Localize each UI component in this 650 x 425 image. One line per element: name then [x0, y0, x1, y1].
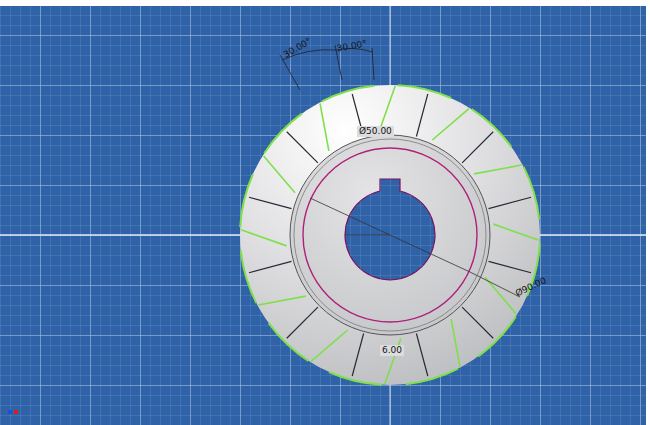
tooth-line [379, 86, 395, 131]
extension-line [372, 48, 374, 80]
extension-line [280, 55, 300, 90]
tooth-line [493, 224, 538, 240]
tooth-lines [240, 85, 540, 385]
keyway-bore [345, 179, 435, 280]
dimension-text: Ø50.00 [357, 126, 394, 137]
tooth-edge [329, 372, 382, 385]
tooth-line [462, 132, 493, 163]
tooth-line [249, 261, 292, 272]
major-grid [0, 6, 646, 425]
tooth-edge [264, 114, 302, 154]
tooth-edge [241, 251, 257, 303]
tooth-line [311, 330, 348, 361]
hub-ring [290, 135, 490, 335]
tooth-edge [398, 85, 451, 98]
dimension-line [345, 235, 390, 236]
tooth-line [287, 307, 318, 338]
tooth-edge [240, 174, 253, 227]
tooth-line [249, 197, 292, 208]
hub-ring [294, 139, 486, 331]
tooth-edge [322, 86, 374, 102]
tooth-line [416, 334, 427, 377]
tooth-line [451, 319, 460, 366]
tooth-line [489, 261, 532, 272]
tooth-line [489, 197, 532, 208]
tooth-line [258, 296, 305, 305]
tooth-line [287, 132, 318, 163]
dimension-line [310, 198, 470, 272]
tooth-line [320, 103, 329, 150]
bore-grid [345, 179, 435, 280]
minor-grid [0, 6, 646, 425]
tooth-line [485, 277, 516, 314]
tooth-edge [478, 317, 516, 357]
tooth-edge [472, 109, 512, 147]
axis-icon [8, 410, 12, 414]
dimension-text: 6.00 [380, 345, 404, 356]
tooth-line [416, 94, 427, 137]
pitch-circle [303, 148, 477, 322]
tooth-edge [269, 323, 309, 361]
tooth-edge [524, 167, 540, 219]
dimension-line [470, 272, 520, 297]
grid-ground [0, 6, 646, 425]
tooth-line [462, 307, 493, 338]
tooth-line [432, 109, 469, 140]
tooth-line [241, 230, 286, 246]
tooth-line [474, 165, 521, 174]
tooth-line [264, 156, 295, 193]
tooth-line [352, 334, 363, 377]
disc-body [240, 85, 540, 385]
tooth-edge [406, 369, 458, 385]
axis-icon [14, 410, 18, 414]
